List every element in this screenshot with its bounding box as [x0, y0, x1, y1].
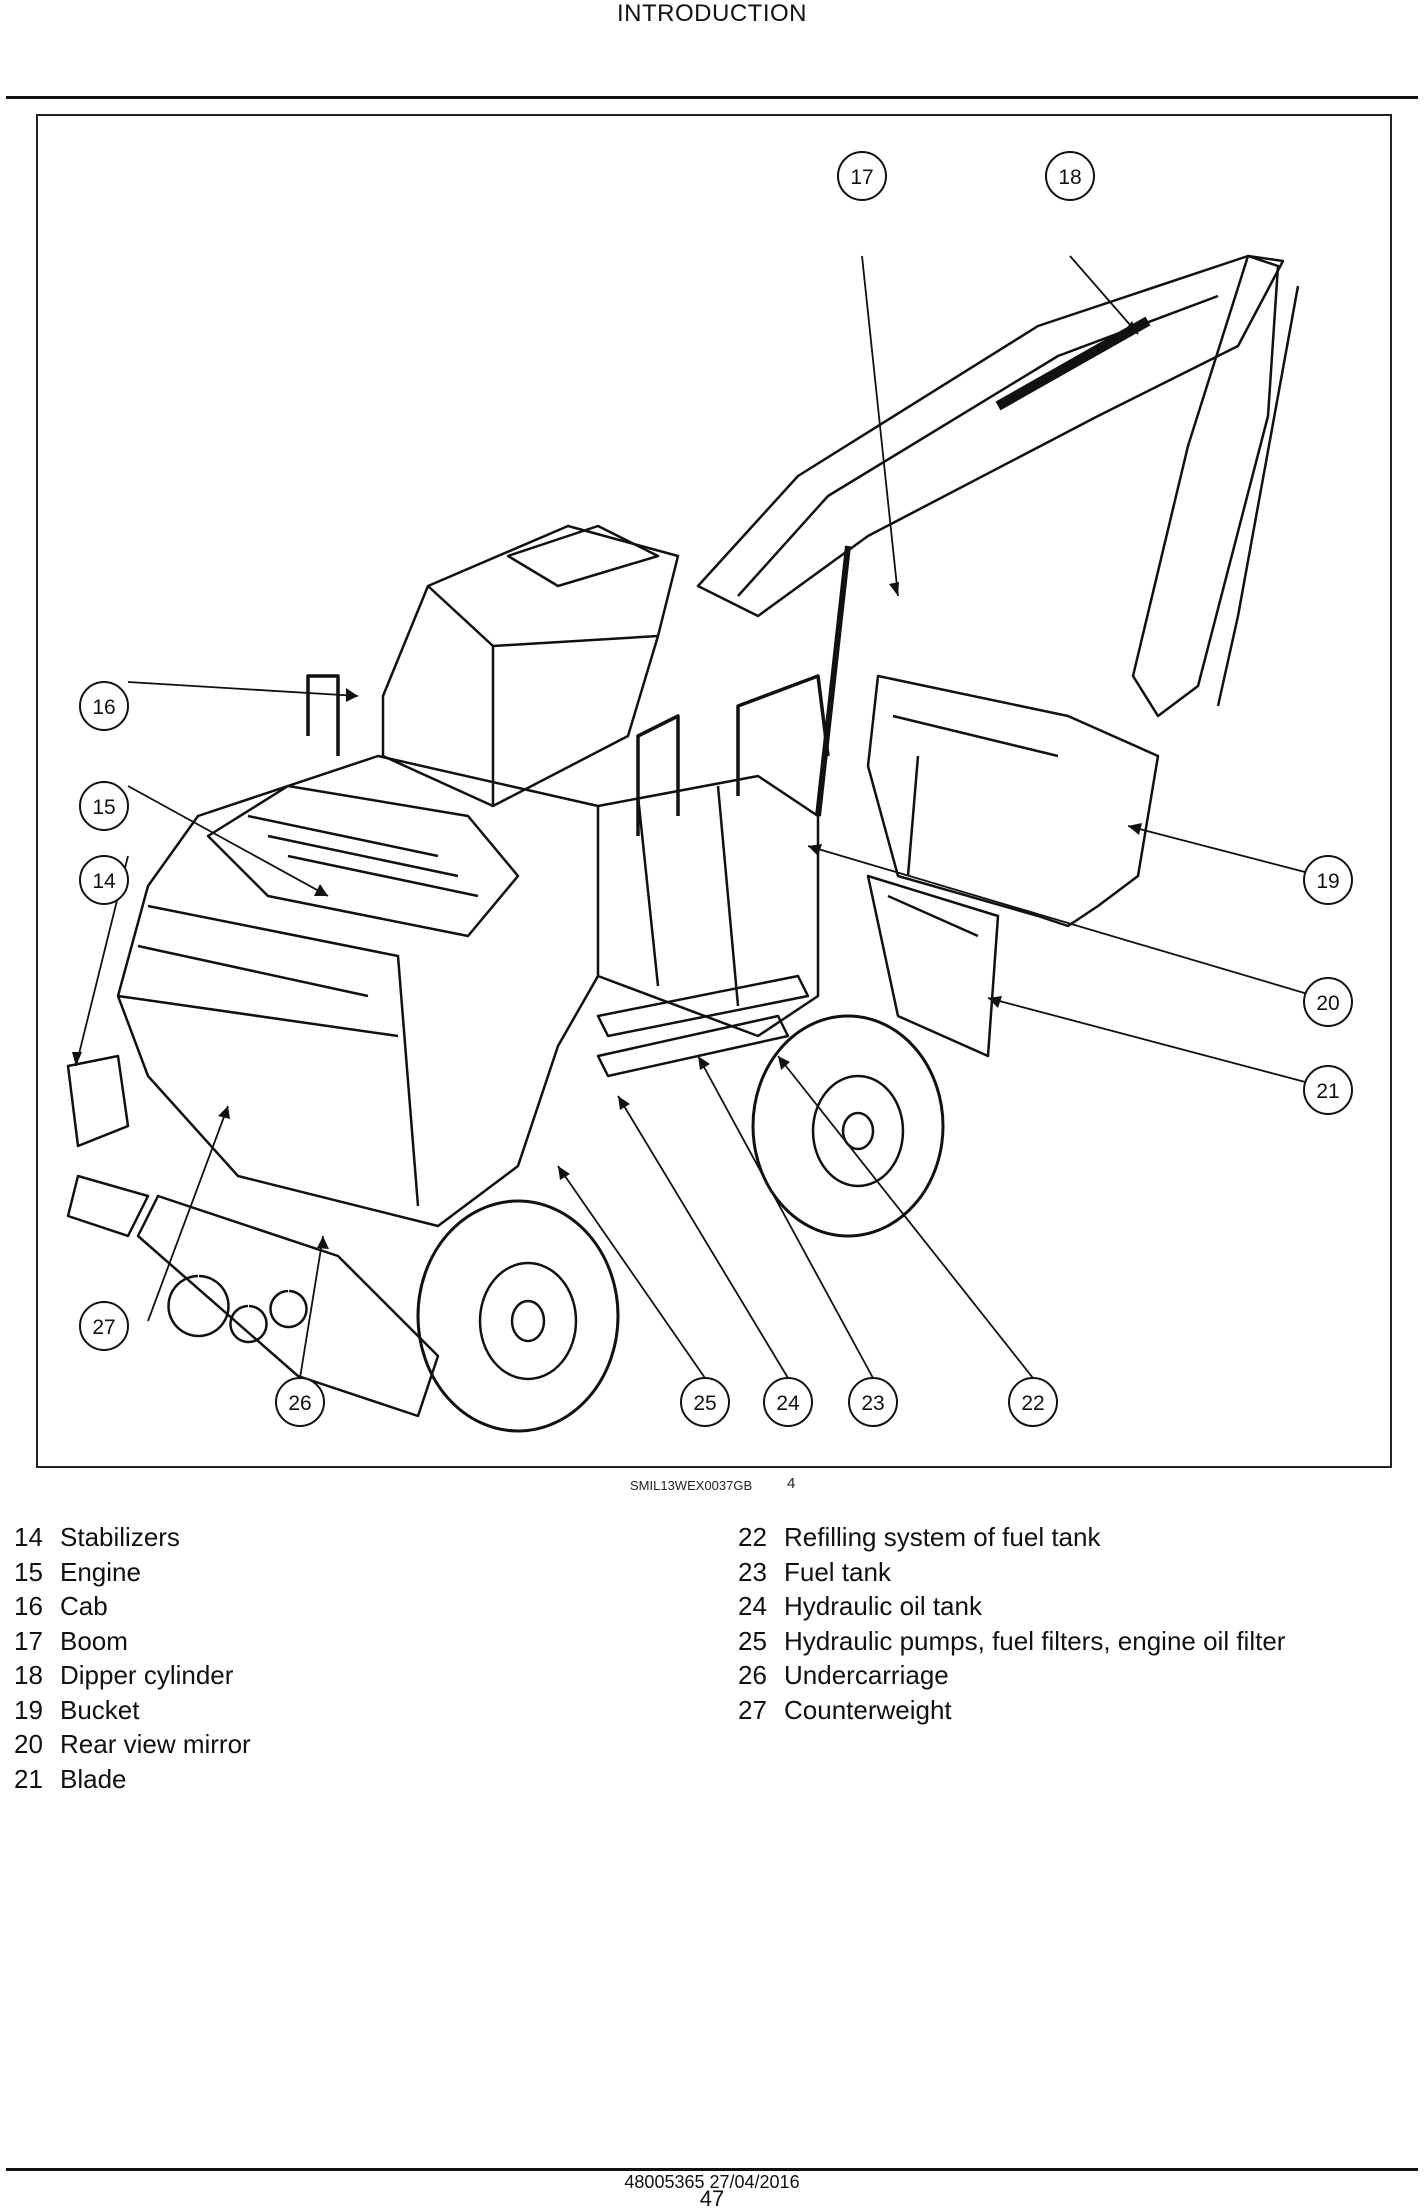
header-divider [6, 96, 1418, 99]
legend-item-label: Undercarriage [784, 1660, 949, 1690]
legend-item: 14 Stabilizers [14, 1520, 674, 1555]
callout-14: 14 [79, 855, 129, 905]
legend-item: 22 Refilling system of fuel tank [738, 1520, 1408, 1555]
svg-text:16: 16 [92, 696, 115, 719]
leader-lines [75, 255, 1329, 1379]
callout-19: 19 [1303, 855, 1353, 905]
legend-item-number: 27 [738, 1694, 767, 1725]
svg-text:20: 20 [1316, 992, 1339, 1015]
legend-item-label: Engine [60, 1556, 141, 1587]
leader-arrowheads [72, 321, 1142, 1249]
legend-item-label: Blade [60, 1763, 127, 1794]
legend-item-number: 25 [738, 1625, 767, 1656]
callout-24: 24 [763, 1377, 813, 1427]
callout-26: 26 [275, 1377, 325, 1427]
callout-22: 22 [1008, 1377, 1058, 1427]
callout-27: 27 [79, 1301, 129, 1351]
legend-right-column: 22 Refilling system of fuel tank 23 Fuel t… [738, 1520, 1408, 1727]
callout-17: 17 [837, 151, 887, 201]
legend-item-label: Cab [60, 1591, 108, 1621]
legend-item-number: 21 [14, 1763, 43, 1794]
legend-item: 24 Hydraulic oil tank [738, 1589, 1408, 1624]
page-number: 47 [699, 2186, 725, 2211]
legend-item-number: 16 [14, 1591, 43, 1621]
figure-number: 4 [787, 1475, 796, 1492]
callout-21: 21 [1303, 1065, 1353, 1115]
callout-18: 18 [1045, 151, 1095, 201]
legend-item: 15 Engine [14, 1555, 674, 1590]
legend-item-label: Counterweight [784, 1694, 952, 1725]
machine-linework [66, 254, 1300, 1433]
excavator-illustration: 14 15 16 17 18 19 20 21 22 23 24 25 26 2… [36, 114, 1392, 1468]
legend-item-number: 22 [738, 1522, 767, 1552]
svg-text:14: 14 [92, 870, 116, 893]
legend-item: 19 Bucket [14, 1693, 674, 1728]
legend-item-label: Rear view mirror [60, 1729, 251, 1759]
legend-item-number: 23 [738, 1556, 767, 1587]
legend-item: 21 Blade [14, 1762, 674, 1797]
svg-text:27: 27 [92, 1316, 115, 1339]
legend-item-label: Fuel tank [784, 1556, 891, 1587]
legend-item: 25 Hydraulic pumps, fuel filters, engine … [738, 1624, 1408, 1659]
legend-item: 17 Boom [14, 1624, 674, 1659]
callout-25: 25 [680, 1377, 730, 1427]
legend-item: 27 Counterweight [738, 1693, 1408, 1728]
legend-item-number: 20 [14, 1729, 43, 1759]
svg-text:26: 26 [288, 1392, 311, 1415]
legend-left-column: 14 Stabilizers 15 Engine 16 Cab 17 Boom 18 Di… [14, 1520, 674, 1796]
legend-item-number: 15 [14, 1556, 43, 1587]
callout-16: 16 [79, 681, 129, 731]
callout-20: 20 [1303, 977, 1353, 1027]
svg-text:22: 22 [1021, 1392, 1044, 1415]
legend-item-label: Bucket [60, 1694, 140, 1725]
legend-item: 26 Undercarriage [738, 1658, 1408, 1693]
legend-item-number: 24 [738, 1591, 767, 1621]
excavator-drawing: 14 15 16 17 18 19 20 21 22 23 24 25 26 2… [66, 151, 1353, 1433]
legend-item-number: 14 [14, 1522, 43, 1552]
legend-item-label: Dipper cylinder [60, 1660, 234, 1690]
legend-item: 18 Dipper cylinder [14, 1658, 674, 1693]
legend-item-number: 19 [14, 1694, 43, 1725]
legend-item: 23 Fuel tank [738, 1555, 1408, 1590]
legend-item-label: Boom [60, 1625, 128, 1656]
svg-text:19: 19 [1316, 870, 1339, 893]
page-header: INTRODUCTION [0, 0, 1424, 100]
legend-item: 20 Rear view mirror [14, 1727, 674, 1762]
legend-item-label: Refilling system of fuel tank [784, 1522, 1101, 1552]
footer-divider [6, 2168, 1418, 2171]
svg-text:25: 25 [693, 1392, 716, 1415]
footer-document-number: 48005365 27/04/2016 [624, 2172, 800, 2192]
callout-15: 15 [79, 781, 129, 831]
svg-text:17: 17 [850, 166, 873, 189]
svg-text:23: 23 [861, 1392, 884, 1415]
legend-item: 16 Cab [14, 1589, 674, 1624]
svg-text:15: 15 [92, 796, 115, 819]
svg-text:18: 18 [1058, 166, 1081, 189]
legend-item-label: Hydraulic oil tank [784, 1591, 982, 1621]
legend-item-label: Stabilizers [60, 1522, 180, 1552]
legend-item-number: 17 [14, 1625, 43, 1656]
legend-item-number: 26 [738, 1660, 767, 1690]
legend-item-label: Hydraulic pumps, fuel filters, engine oi… [784, 1625, 1286, 1656]
figure-reference-code: SMIL13WEX0037GB [630, 1478, 753, 1493]
svg-text:21: 21 [1316, 1080, 1339, 1103]
callout-markers: 14 15 16 17 18 19 20 21 22 23 24 25 26 2… [79, 151, 1353, 1427]
callout-23: 23 [848, 1377, 898, 1427]
svg-text:24: 24 [776, 1392, 800, 1415]
legend-item-number: 18 [14, 1660, 43, 1690]
section-title: INTRODUCTION [617, 0, 807, 27]
